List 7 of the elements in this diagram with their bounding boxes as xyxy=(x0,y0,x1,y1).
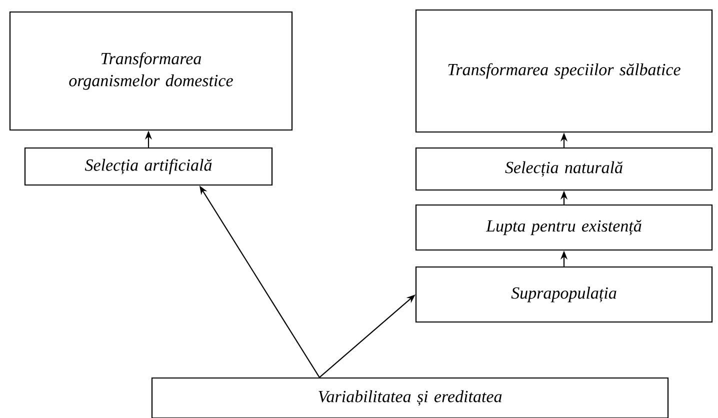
process-box: Selecția naturală xyxy=(415,147,713,191)
process-box: Suprapopulația xyxy=(415,266,713,323)
process-box: Variabilitatea și ereditatea xyxy=(151,377,669,418)
process-box: Transformarea speciilor sălbatice xyxy=(415,9,713,133)
process-box: Lupta pentru existență xyxy=(415,204,713,251)
process-box: Selecția artificială xyxy=(24,147,273,186)
process-box: Transformarea organismelor domestice xyxy=(9,11,293,131)
